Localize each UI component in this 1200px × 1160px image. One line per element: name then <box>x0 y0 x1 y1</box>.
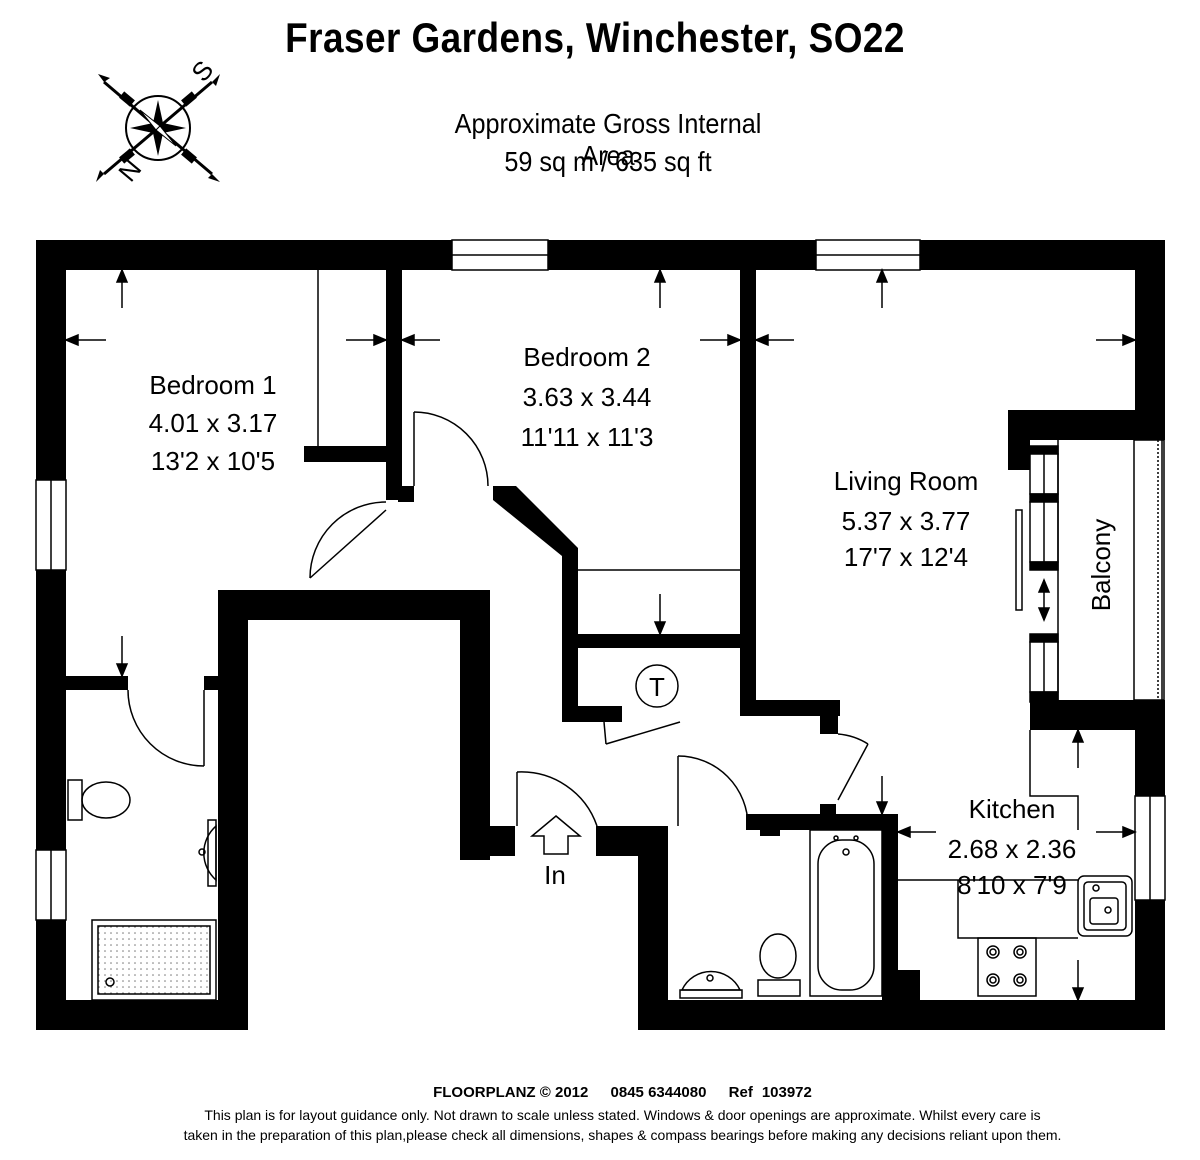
kitchen-imperial: 8'10 x 7'9 <box>957 870 1067 900</box>
bedroom2-metric: 3.63 x 3.44 <box>523 382 652 412</box>
kitchen-name: Kitchen <box>969 794 1056 824</box>
kitchen-metric: 2.68 x 2.36 <box>948 834 1077 864</box>
windows <box>35 239 1166 921</box>
area-label: Approximate Gross Internal Area <box>454 108 762 171</box>
plan-title: Fraser Gardens, Winchester, SO22 <box>285 14 905 61</box>
room-bedroom-1: Bedroom 1 4.01 x 3.17 13'2 x 10'5 <box>149 370 278 476</box>
footer-brand: FLOORPLANZ © 2012 <box>433 1084 589 1101</box>
room-living: Living Room 5.37 x 3.77 17'7 x 12'4 <box>834 466 979 572</box>
balcony-doors <box>1015 440 1059 703</box>
footer-phone: 0845 6344080 <box>610 1084 707 1101</box>
bedroom1-name: Bedroom 1 <box>149 370 276 400</box>
area-value: 59 sq m / 635 sq ft <box>504 146 712 177</box>
cupboard-tank-symbol <box>635 664 679 708</box>
cupboard-label: T <box>649 672 665 702</box>
entrance-label: In <box>544 860 566 890</box>
disclaimer-line-2: taken in the preparation of this plan,pl… <box>183 1127 1062 1143</box>
footer-credit: FLOORPLANZ © 2012 0845 6344080 Ref 103972 <box>0 1084 1200 1101</box>
compass-icon: N S <box>96 55 220 188</box>
disclaimer-line-1: This plan is for layout guidance only. N… <box>204 1107 1041 1123</box>
room-bedroom-2: Bedroom 2 3.63 x 3.44 11'11 x 11'3 <box>521 342 654 452</box>
footer-ref-label: Ref <box>728 1084 753 1101</box>
bedroom1-metric: 4.01 x 3.17 <box>149 408 278 438</box>
entrance-arrow-icon <box>529 815 583 855</box>
footer-ref-number: 103972 <box>761 1084 812 1101</box>
balcony-label: Balcony <box>1086 519 1116 612</box>
kitchen-units <box>898 730 1133 997</box>
dimension-arrows <box>64 268 1137 1002</box>
compass-north-letter: N <box>112 154 147 188</box>
room-kitchen: Kitchen 2.68 x 2.36 8'10 x 7'9 <box>948 794 1077 900</box>
living-metric: 5.37 x 3.77 <box>842 506 971 536</box>
door-swings <box>127 270 869 827</box>
bedroom2-imperial: 11'11 x 11'3 <box>521 422 654 452</box>
bedroom1-imperial: 13'2 x 10'5 <box>151 446 275 476</box>
bedroom2-name: Bedroom 2 <box>523 342 650 372</box>
living-imperial: 17'7 x 12'4 <box>844 542 968 572</box>
living-name: Living Room <box>834 466 979 496</box>
bathroom-fixtures <box>67 779 883 1001</box>
